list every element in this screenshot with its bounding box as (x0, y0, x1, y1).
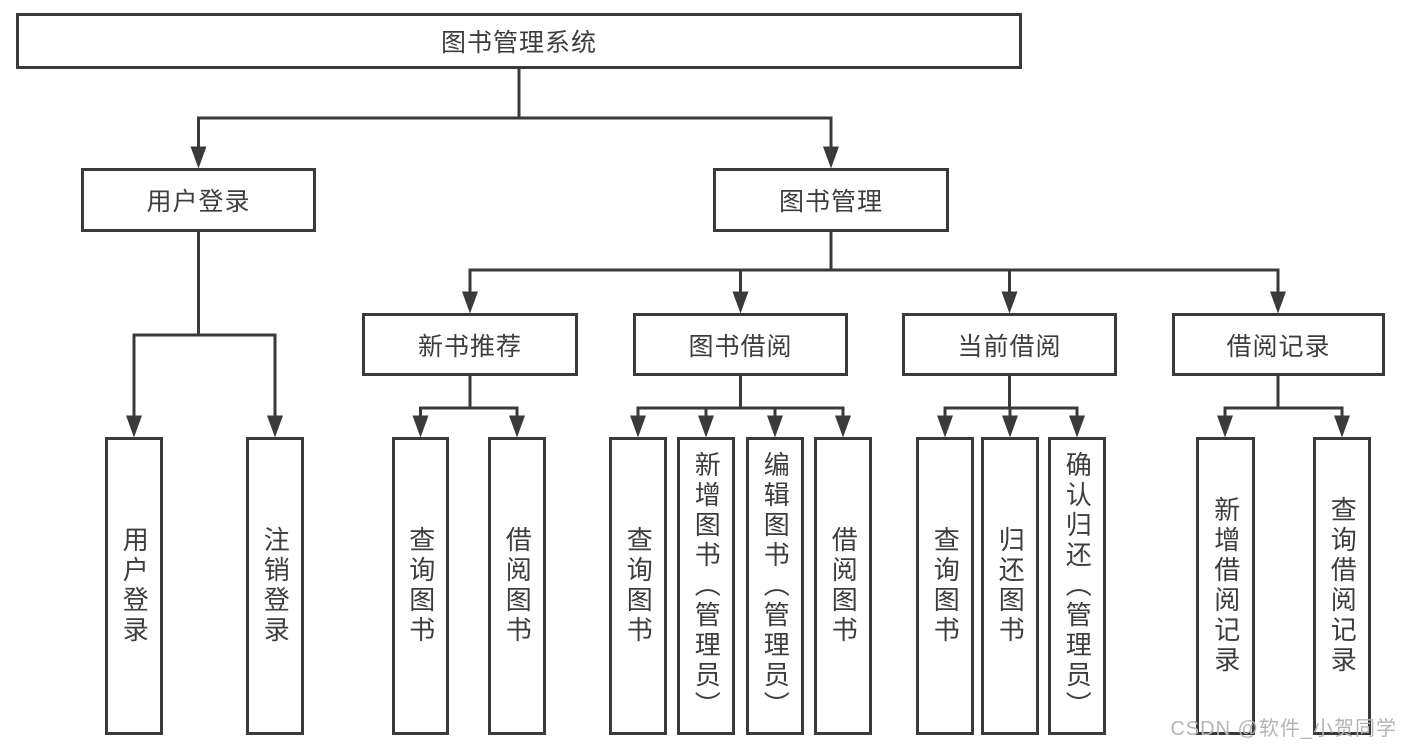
node-label: 当前借阅 (957, 332, 1062, 361)
leaf-user-login: 用户登录 (105, 437, 163, 735)
node-label: 确认归还（管理员） (1062, 451, 1093, 721)
node-borrow-records: 借阅记录 (1172, 313, 1385, 376)
node-label: 借阅图书 (828, 526, 859, 646)
node-label: 图书借阅 (688, 332, 793, 361)
node-label: 借阅记录 (1226, 332, 1331, 361)
node-label: 查询图书 (623, 526, 654, 646)
node-book-borrow: 图书借阅 (633, 313, 848, 376)
node-label: 编辑图书（管理员） (760, 451, 791, 721)
node-label: 用户登录 (146, 188, 251, 216)
leaf-query-books-3: 查询图书 (916, 437, 974, 735)
node-new-book-recommend: 新书推荐 (362, 313, 578, 376)
node-label: 新增图书（管理员） (691, 451, 722, 721)
node-label: 查询借阅记录 (1327, 496, 1358, 676)
node-label: 借阅图书 (502, 526, 533, 646)
leaf-query-borrow-record: 查询借阅记录 (1313, 437, 1371, 735)
node-label: 新增借阅记录 (1210, 496, 1241, 676)
leaf-borrow-books-2: 借阅图书 (814, 437, 872, 735)
node-label: 注销登录 (260, 526, 291, 646)
node-label: 查询图书 (405, 526, 436, 646)
node-label: 用户登录 (119, 526, 150, 646)
node-user-login: 用户登录 (81, 168, 316, 232)
node-label: 查询图书 (930, 526, 961, 646)
leaf-add-borrow-record: 新增借阅记录 (1196, 437, 1255, 735)
leaf-edit-books-admin: 编辑图书（管理员） (746, 437, 804, 735)
leaf-query-books-1: 查询图书 (392, 437, 449, 735)
leaf-logout: 注销登录 (246, 437, 304, 735)
node-label: 归还图书 (995, 526, 1026, 646)
leaf-return-books: 归还图书 (981, 437, 1039, 735)
leaf-query-books-2: 查询图书 (609, 437, 667, 735)
node-label: 新书推荐 (417, 332, 522, 361)
node-label: 图书管理 (778, 188, 883, 216)
leaf-borrow-books-1: 借阅图书 (488, 437, 546, 735)
csdn-watermark: CSDN @软件_小贺同学 (1170, 718, 1397, 740)
node-current-borrow: 当前借阅 (902, 313, 1117, 376)
node-book-management: 图书管理 (713, 168, 949, 232)
leaf-confirm-return-admin: 确认归还（管理员） (1048, 437, 1106, 735)
node-library-management-system: 图书管理系统 (16, 13, 1022, 69)
node-label: 图书管理系统 (440, 29, 597, 57)
leaf-add-books-admin: 新增图书（管理员） (677, 437, 735, 735)
